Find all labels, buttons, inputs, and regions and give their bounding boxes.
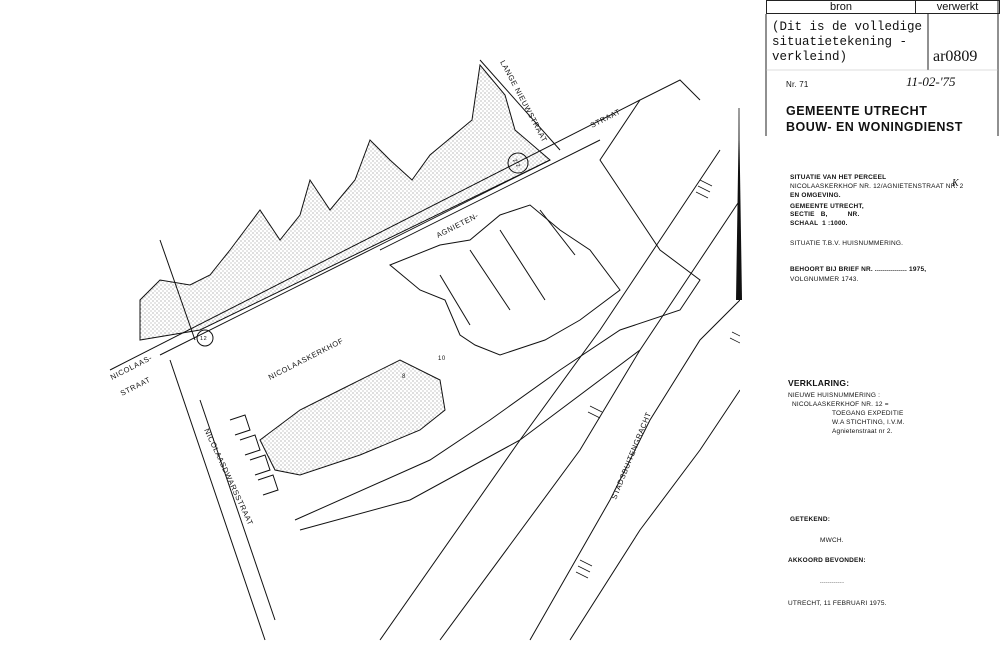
akkoord-label: AKKOORD BEVONDEN: [788,557,866,564]
label-circle-2-2: 2/2 [511,158,521,169]
schaal-line: SCHAAL 1 :1000. [790,220,848,227]
label-straat: STRAAT [589,107,622,130]
verwerkt-label: verwerkt [936,1,979,13]
row-houses [229,414,279,496]
stamp-line-3: verkleind) [772,50,848,64]
volgnummer-line: VOLGNUMMER 1743. [790,276,859,283]
akkoord-dots: ............ [820,578,845,585]
drawing-number: Nr. 71 [786,80,809,89]
perceel-line: NICOLAASKERKHOF NR. 12/AGNIETENSTRAAT NR… [790,183,964,190]
label-8: 8 [402,374,406,380]
agnietenstraat-north-edge [109,99,641,371]
sectie-text: SECTIE B, NR. [790,211,860,218]
verklaring-5: Agnietenstraat nr 2. [832,428,893,435]
place-date: UTRECHT, 11 FEBRUARI 1975. [788,600,887,607]
verklaring-title-text: VERKLARING: [788,378,850,388]
getekend-value: MWCH. [820,537,844,544]
handwritten-date: 11-02-'75 [906,74,956,89]
verklaring-2: NICOLAASKERKHOF NR. 12 = [792,401,889,408]
bron-label: bron [829,1,853,13]
behoort-line: BEHOORT BIJ BRIEF NR. ................ 1… [790,266,926,273]
verklaring-3: TOEGANG EXPEDITIE [832,410,904,417]
stamp-line-1: (Dit is de volledige [772,20,923,34]
hatched-block-north [139,63,551,341]
situatie-line: SITUATIE VAN HET PERCEEL [790,174,886,181]
omgeving-line: EN OMGEVING. [790,192,841,199]
stamp-line-2: situatietekening - [772,35,908,49]
org-line-1: GEMEENTE UTRECHT [786,104,928,118]
nicolaasdwarsstraat-east [199,399,276,621]
verwerkt-header: verwerkt [915,0,1000,14]
verklaring-4: W.A STICHTING, I.V.M. [832,419,905,426]
org-line-2: BOUW- EN WONINGDIENST [786,120,963,134]
situatie-text: SITUATIE VAN HET PERCEEL [790,174,887,181]
number-circle-2-2 [507,152,529,174]
label-nicolaas-2: STRAAT [119,375,152,398]
canal-east-bank [439,199,740,641]
label-agnieten: AGNIETEN- [435,211,480,240]
handwritten-mark: K [952,178,959,189]
getekend-text: GETEKEND: [790,516,831,523]
label-circle-12: 12 [200,336,207,342]
building-block-east [389,204,621,356]
nicolaasdwarsstraat-west [169,359,266,641]
label-nicolaaskerkhof: NICOLAASKERKHOF [267,336,345,382]
gemeente-text: GEMEENTE UTRECHT, [790,203,864,210]
label-10: 10 [438,356,446,362]
getekend-label: GETEKEND: [790,516,830,523]
verklaring-title: VERKLARING: [788,378,849,388]
church-building [259,359,446,476]
doel-line: SITUATIE T.B.V. HUISNUMMERING. [790,240,904,247]
behoort-text: BEHOORT BIJ BRIEF NR. ................ 1… [790,266,927,273]
agnietenstraat-south-edge [159,159,551,356]
canal-west-bank [379,149,721,641]
akkoord-text: AKKOORD BEVONDEN: [788,557,866,564]
sectie-line: SECTIE B, NR. [790,211,859,218]
number-circle-12 [196,329,214,347]
gemeente-line: GEMEENTE UTRECHT, [790,203,864,210]
schaal-text: SCHAAL 1 :1000. [790,220,848,227]
omgeving-text: EN OMGEVING. [790,192,841,199]
archive-code: ar0809 [933,48,978,65]
label-stadsbuitengracht: STADSBUITENGRACHT [610,410,653,500]
map-drawing: LANGE NIEUWSTRAAT STRAAT AGNIETEN- NICOL… [109,59,740,641]
plot-outline [294,79,701,521]
bron-header: bron [766,0,916,14]
verklaring-1: NIEUWE HUISNUMMERING : [788,392,881,399]
